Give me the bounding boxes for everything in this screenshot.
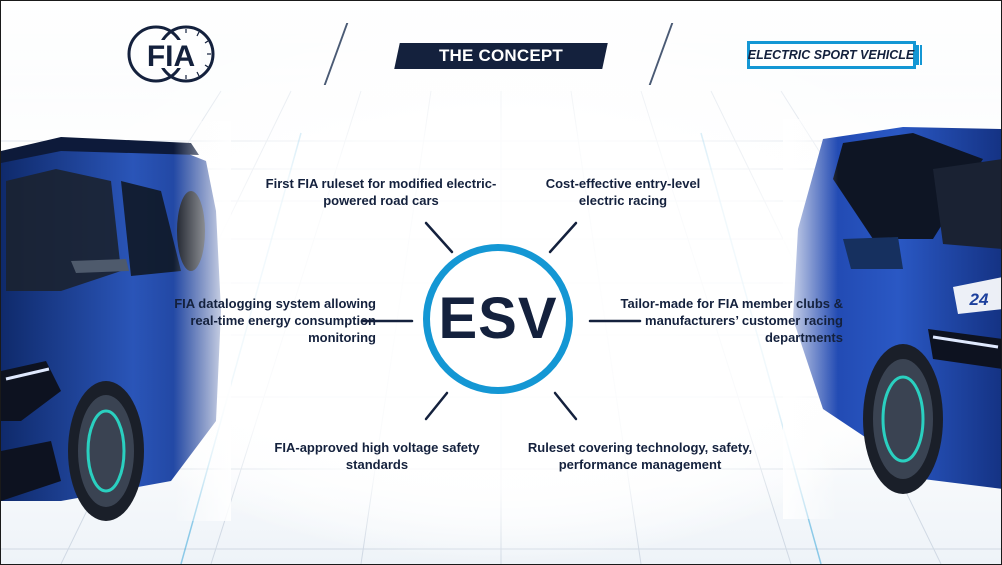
callout-middle-right: Tailor-made for FIA member clubs & manuf… [620,296,844,345]
connector-top-right [548,221,578,254]
page-title: THE CONCEPT [438,46,564,65]
car-image-left [1,121,231,521]
connector-bottom-right [553,391,578,421]
callout-bottom-left: FIA-approved high voltage safety standar… [274,440,480,472]
esv-center-label: ESV [438,286,558,351]
electric-sport-vehicle-badge [747,41,922,69]
callout-middle-left: FIA datalogging system allowing real-tim… [174,296,376,345]
badge-text: ELECTRIC SPORT VEHICLE [747,48,915,62]
car-image-right: 24 [783,119,1001,519]
callout-bottom-right: Ruleset covering technology, safety, per… [527,440,753,472]
connector-top-left [424,221,454,254]
callout-top-left: First FIA ruleset for modified electric-… [265,176,497,208]
fia-logo-text: FIA [147,40,195,73]
callout-top-right: Cost-effective entry-level electric raci… [545,176,701,208]
esv-center-circle [423,244,573,394]
connector-bottom-left [424,391,449,421]
fia-logo: FIA [127,25,215,83]
